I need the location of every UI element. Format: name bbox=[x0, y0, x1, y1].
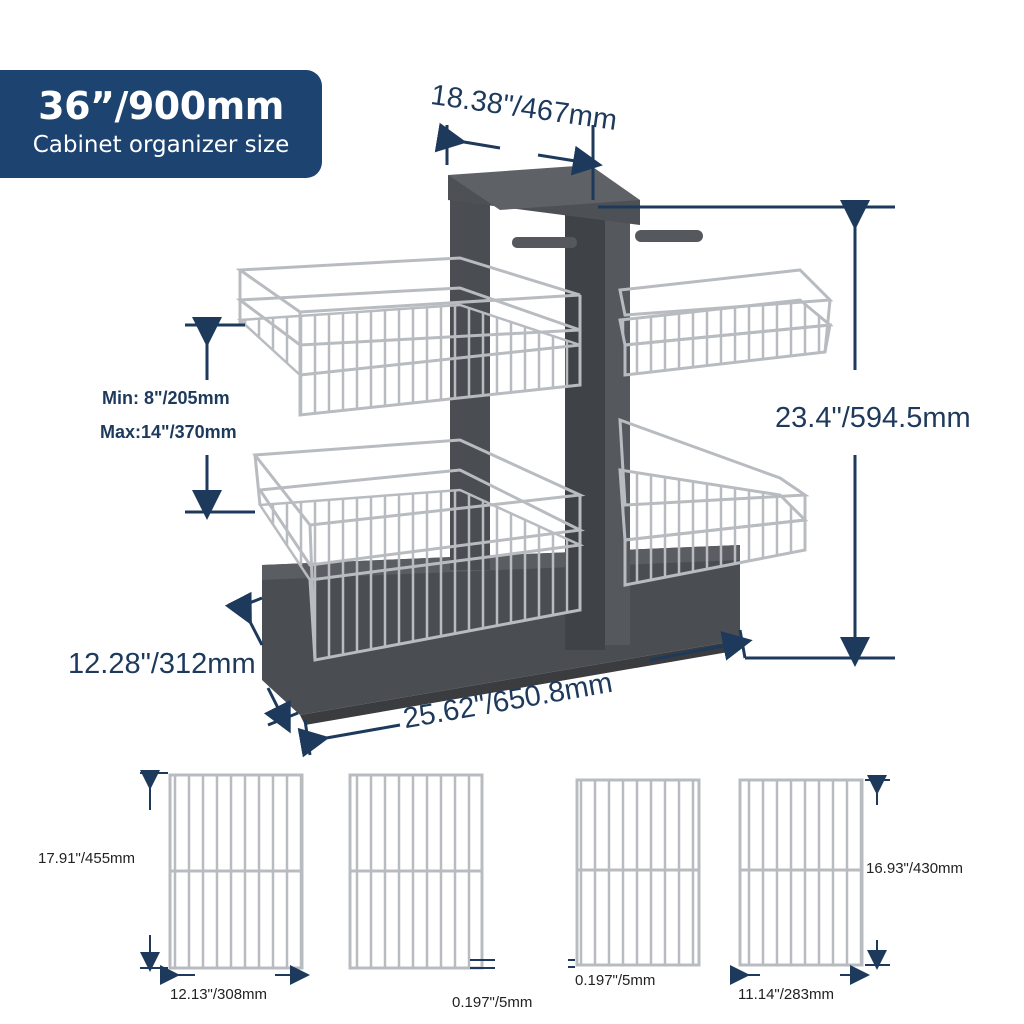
base-depth-label: 12.28"/312mm bbox=[68, 648, 256, 680]
large-basket-gap-label: 0.197"/5mm bbox=[452, 994, 533, 1011]
basket-top-view-3 bbox=[575, 778, 701, 967]
basket-top-view-2 bbox=[348, 773, 484, 970]
basket-lower-left bbox=[252, 438, 586, 662]
badge-size: 36”/900mm bbox=[38, 84, 284, 128]
small-basket-depth-label: 16.93"/430mm bbox=[866, 860, 964, 877]
spacing-min-label: Min: 8"/205mm bbox=[102, 388, 230, 408]
height-label: 23.4"/594.5mm bbox=[775, 402, 971, 434]
badge-subtitle: Cabinet organizer size bbox=[32, 132, 290, 158]
basket-top-view-1 bbox=[168, 773, 304, 970]
small-basket-gap-label: 0.197"/5mm bbox=[575, 972, 656, 989]
basket-dimension-lines bbox=[140, 770, 890, 985]
basket-top-view-4 bbox=[738, 778, 864, 967]
basket-upper-left bbox=[235, 256, 582, 417]
large-basket-width-label: 12.13"/308mm bbox=[170, 986, 268, 1003]
spacing-max-label: Max:14"/370mm bbox=[100, 422, 237, 442]
small-basket-width-label: 11.14"/283mm bbox=[738, 986, 834, 1003]
large-basket-depth-label: 17.91"/455mm bbox=[38, 850, 136, 867]
basket-lower-right bbox=[618, 417, 810, 587]
basket-upper-right bbox=[618, 268, 834, 377]
size-badge: 36”/900mm Cabinet organizer size bbox=[0, 70, 322, 178]
dimension-lines bbox=[185, 122, 895, 758]
